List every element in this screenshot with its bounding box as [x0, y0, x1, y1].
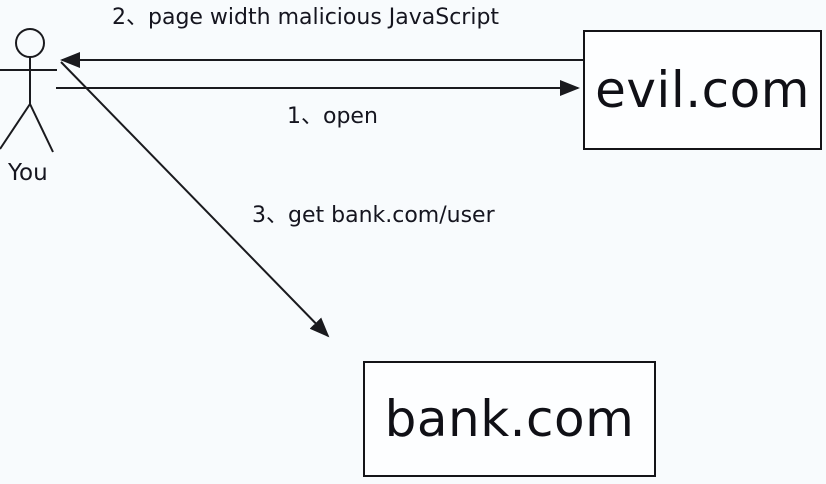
step3-label: 3、get bank.com/user: [252, 203, 495, 228]
actor-you-label: You: [8, 160, 48, 186]
stick-figure-head: [15, 28, 45, 58]
arrow-get-bank-icon: [60, 61, 330, 338]
node-evil-com: evil.com: [583, 30, 822, 150]
step2-label: 2、page width malicious JavaScript: [112, 5, 500, 30]
node-bank-com: bank.com: [363, 361, 656, 477]
step1-label: 1、open: [287, 104, 378, 129]
stick-figure-left-leg: [0, 103, 31, 150]
stick-figure: [0, 28, 57, 153]
stick-figure-right-leg: [29, 103, 54, 153]
